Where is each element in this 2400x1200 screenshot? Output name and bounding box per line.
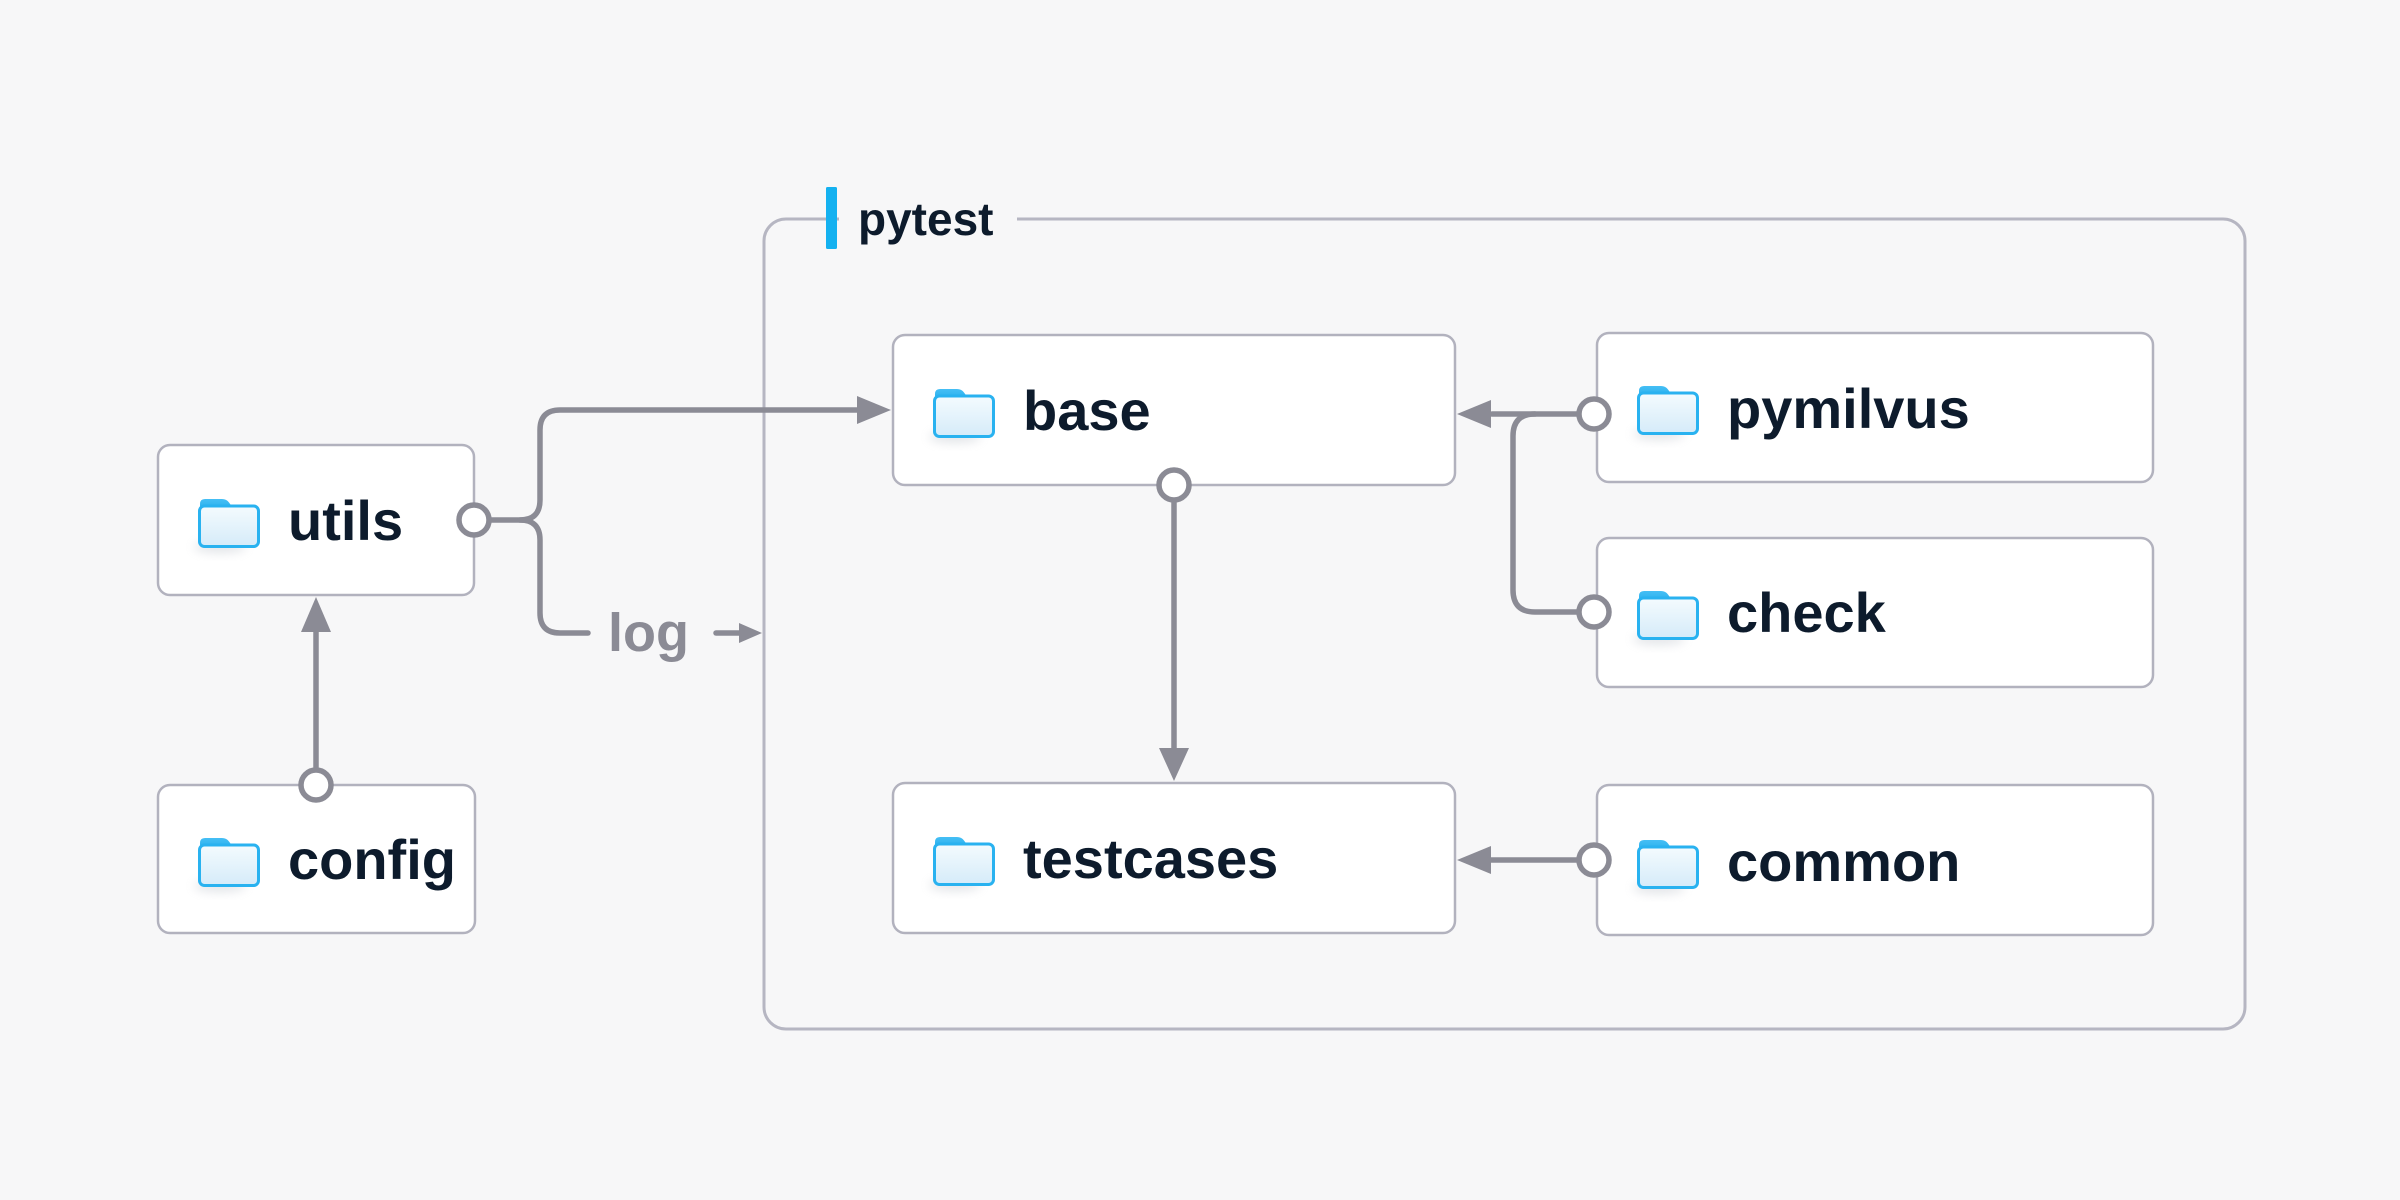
node-config: config (156, 783, 477, 935)
pytest-label-gap (839, 208, 1017, 232)
folder-icon (929, 837, 994, 891)
log-label: log (608, 603, 689, 663)
port-common-left (1576, 842, 1612, 878)
arrowhead-left-icon (1457, 400, 1491, 428)
node-common: common (1595, 783, 2155, 937)
node-utils: utils (156, 443, 476, 597)
port-config-top (298, 767, 334, 803)
pytest-label: pytest (858, 193, 993, 245)
arrowhead-right-icon (857, 396, 891, 424)
pytest-container-border (762, 217, 2247, 1031)
pytest-accent-bar (826, 187, 837, 249)
node-pymilvus: pymilvus (1595, 331, 2155, 484)
edge-check-base (1510, 411, 1582, 615)
node-label: testcases (1023, 827, 1278, 890)
arrowhead-down-icon (1159, 748, 1189, 781)
node-label: base (1023, 379, 1151, 442)
folder-icon (1633, 386, 1698, 440)
arrowhead-up-icon (301, 597, 331, 632)
node-base: base (891, 333, 1457, 487)
port-utils-right (456, 502, 492, 538)
folder-icon (194, 499, 259, 553)
folder-icon (194, 838, 259, 892)
pytest-container: pytest (762, 187, 2247, 1031)
node-box (891, 781, 1457, 935)
node-label: common (1727, 830, 1960, 893)
node-label: config (288, 828, 456, 891)
edge-utils-log (517, 517, 591, 636)
node-label: check (1727, 581, 1887, 644)
port-pymilvus-left (1576, 396, 1612, 432)
node-testcases: testcases (891, 781, 1457, 935)
arrowhead-left-icon (1457, 846, 1491, 874)
node-label: utils (288, 489, 403, 552)
folder-icon (1633, 840, 1698, 894)
folder-icon (1633, 591, 1698, 645)
port-base-bottom (1156, 467, 1192, 503)
node-label: pymilvus (1727, 377, 1970, 440)
folder-icon (929, 389, 994, 443)
port-check-left (1576, 594, 1612, 630)
edges: log (301, 396, 1582, 874)
node-check: check (1595, 536, 2155, 689)
connector-ports (298, 396, 1612, 878)
arrowhead-small-right-icon (739, 623, 762, 643)
